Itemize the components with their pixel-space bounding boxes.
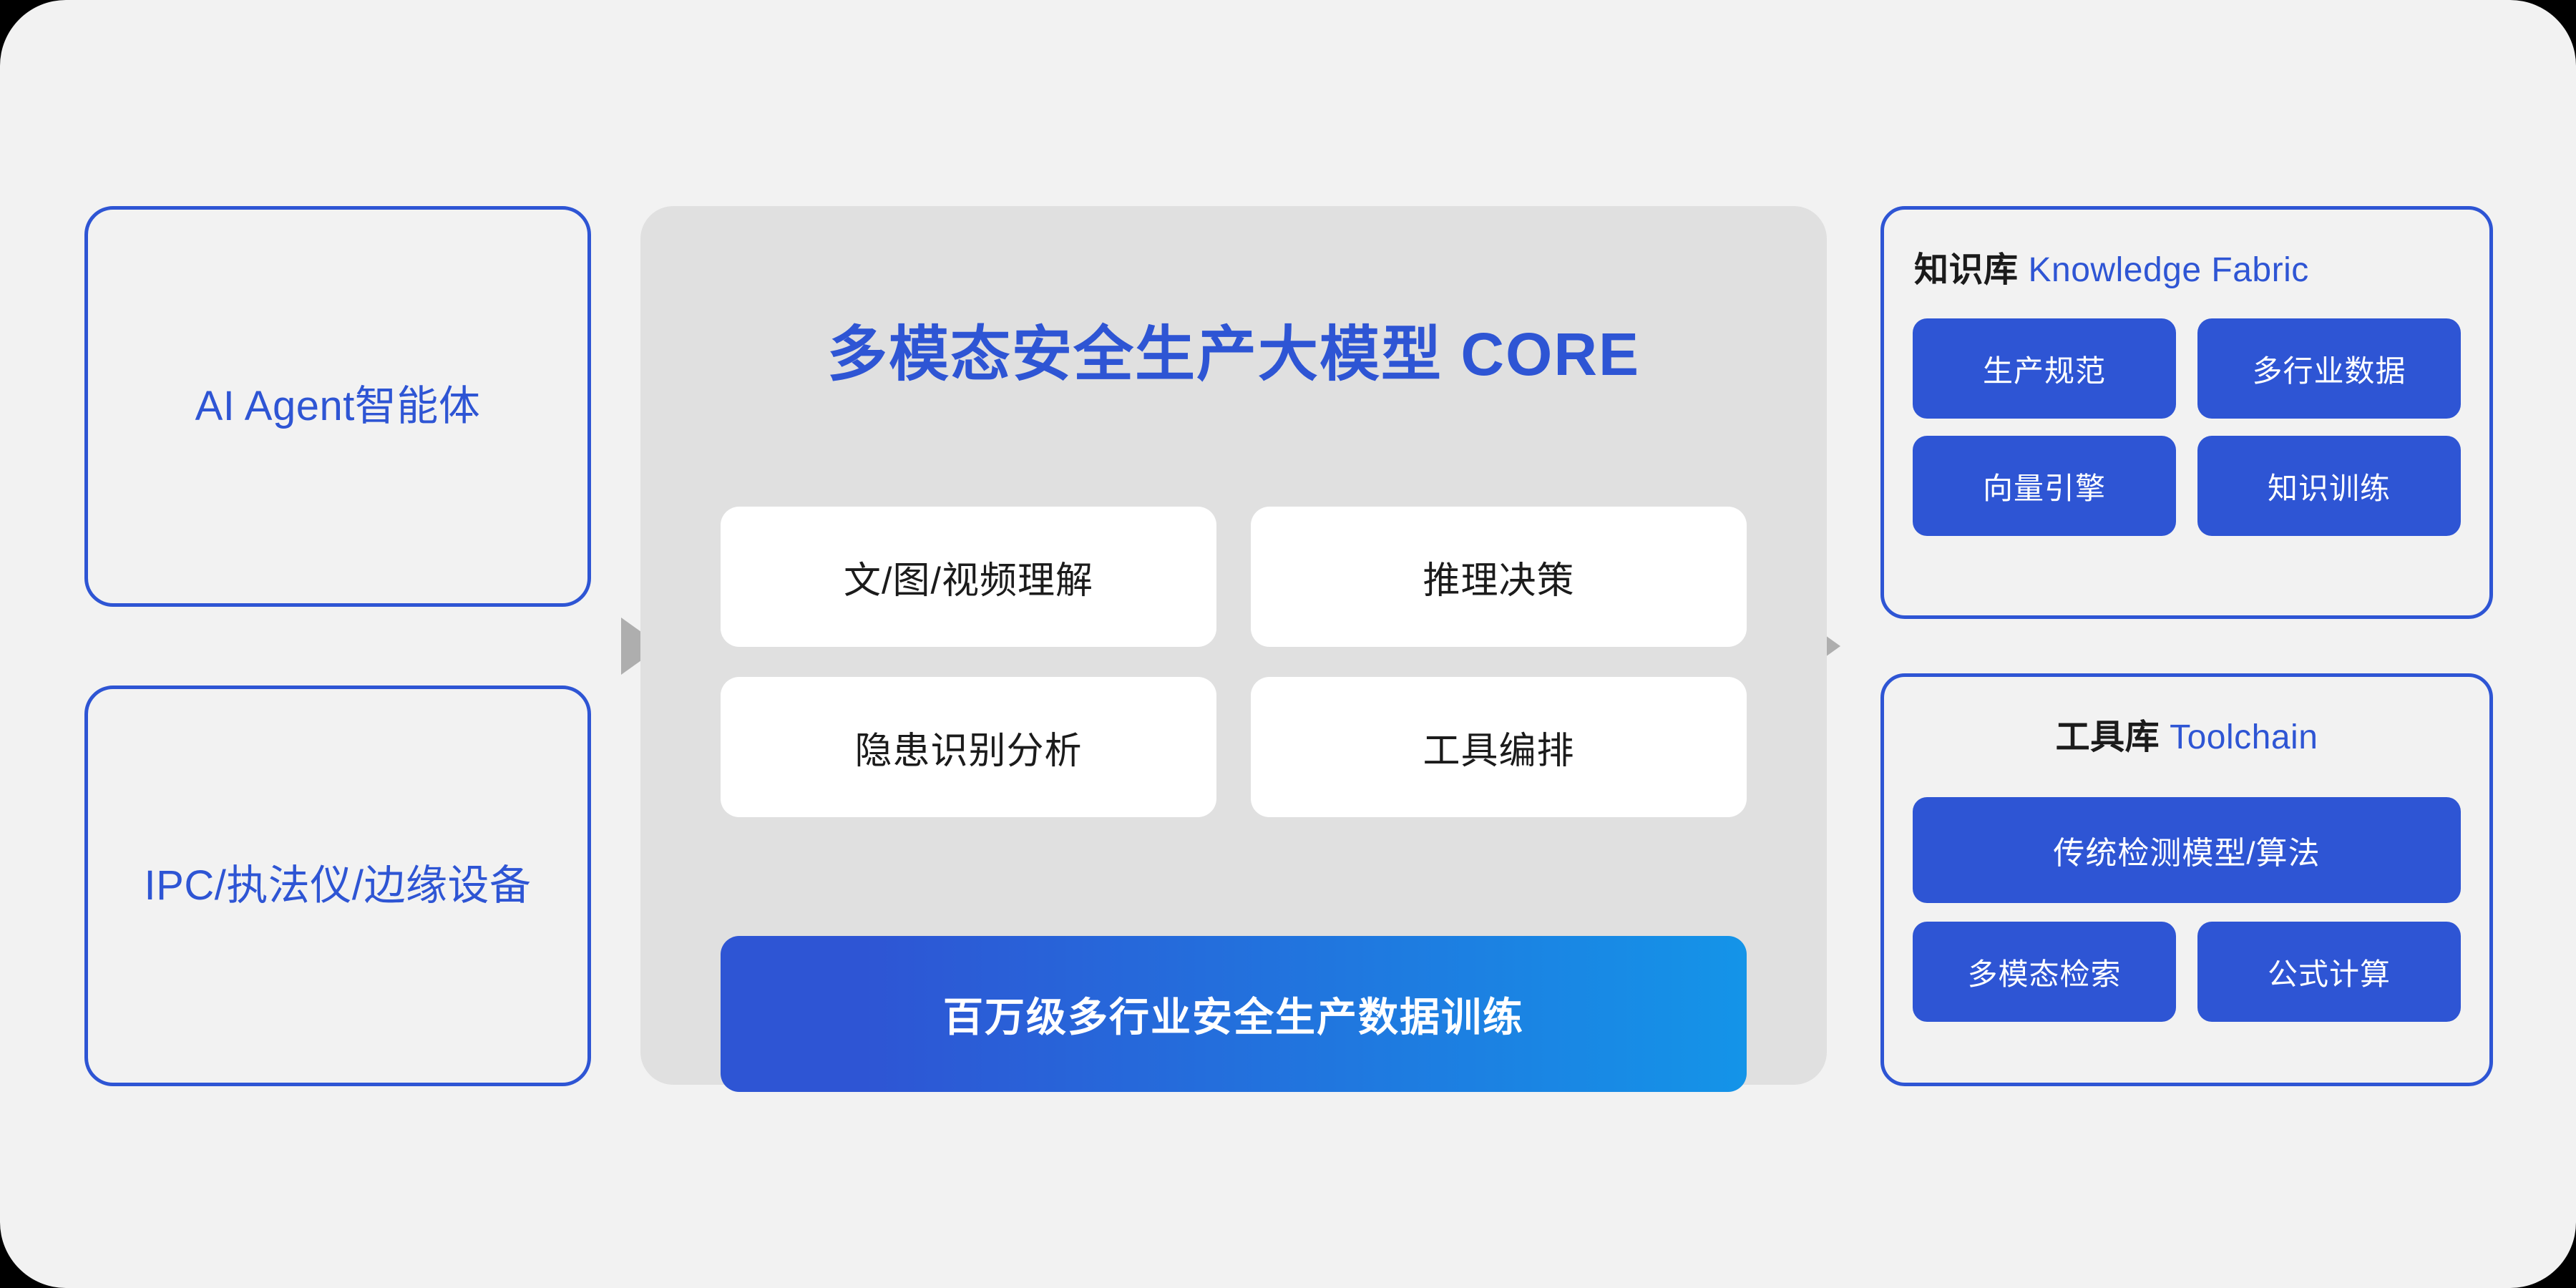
toolchain-chip-grid: 传统检测模型/算法 多模态检索 公式计算 [1913,797,2461,1022]
capability-label: 隐患识别分析 [854,730,1083,772]
capability-card-hazard-identification[interactable]: 隐患识别分析 [721,677,1216,817]
chip-label: 生产规范 [1982,353,2106,388]
training-data-banner: 百万级多行业安全生产数据训练 [721,936,1747,1092]
input-sources-column: AI Agent智能体 IPC/执法仪/边缘设备 [84,206,591,1086]
capability-label: 文/图/视频理解 [844,560,1093,602]
toolchain-title: 工具库 Toolchain [1884,708,2489,758]
input-card-edge-devices-label: IPC/执法仪/边缘设备 [144,862,532,909]
core-capability-grid: 文/图/视频理解 推理决策 隐患识别分析 工具编排 [721,507,1747,817]
chip-formula-computation[interactable]: 公式计算 [2197,922,2461,1022]
core-model-title: 多模态安全生产大模型 CORE [826,321,1641,388]
chip-production-standards[interactable]: 生产规范 [1913,318,2176,419]
capability-card-multimodal-understanding[interactable]: 文/图/视频理解 [721,507,1216,647]
training-data-banner-label: 百万级多行业安全生产数据训练 [943,994,1524,1040]
capability-card-tool-orchestration[interactable]: 工具编排 [1251,677,1747,817]
chip-label: 知识训练 [2267,471,2391,505]
chip-knowledge-training[interactable]: 知识训练 [2197,436,2461,536]
chip-label: 多行业数据 [2252,353,2406,388]
chip-multi-industry-data[interactable]: 多行业数据 [2197,318,2461,419]
capability-label: 工具编排 [1423,730,1575,772]
chip-vector-engine[interactable]: 向量引擎 [1913,436,2176,536]
chip-label: 公式计算 [2267,957,2391,991]
toolchain-panel: 工具库 Toolchain 传统检测模型/算法 多模态检索 公式计算 [1880,673,2493,1086]
chip-label: 多模态检索 [1967,957,2122,991]
chip-label: 传统检测模型/算法 [2053,836,2321,871]
capability-label: 推理决策 [1423,560,1575,602]
toolchain-title-en: Toolchain [2170,718,2318,756]
toolchain-title-zh: 工具库 [2055,718,2160,756]
chip-traditional-detection-models[interactable]: 传统检测模型/算法 [1913,797,2461,903]
knowledge-fabric-title-zh: 知识库 [1914,251,2019,289]
capability-card-reasoning-decision[interactable]: 推理决策 [1251,507,1747,647]
chip-label: 向量引擎 [1982,471,2106,505]
core-model-panel: 多模态安全生产大模型 CORE 文/图/视频理解 推理决策 隐患识别分析 工具编… [640,206,1827,1092]
knowledge-fabric-title-en: Knowledge Fabric [2028,251,2309,289]
chip-multimodal-retrieval[interactable]: 多模态检索 [1913,922,2176,1022]
knowledge-fabric-chip-grid: 生产规范 多行业数据 向量引擎 知识训练 [1913,318,2461,536]
input-card-edge-devices[interactable]: IPC/执法仪/边缘设备 [84,686,591,1086]
input-card-ai-agent[interactable]: AI Agent智能体 [84,206,591,607]
input-card-ai-agent-label: AI Agent智能体 [195,382,481,429]
